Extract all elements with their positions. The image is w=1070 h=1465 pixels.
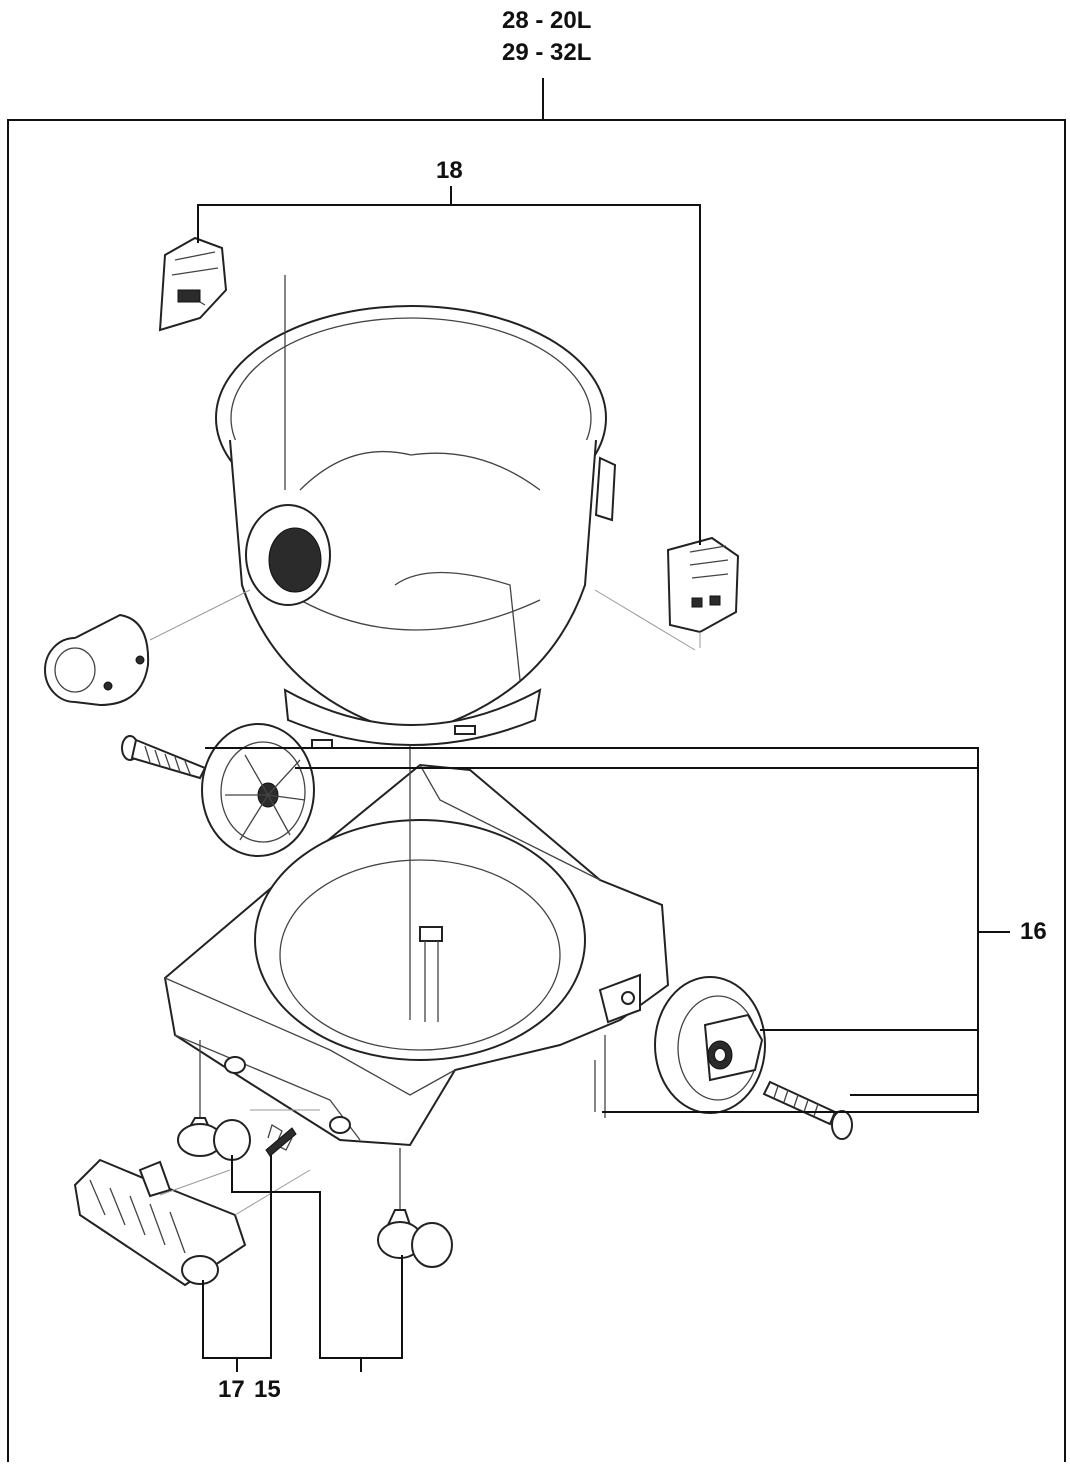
inlet-adapter[interactable] (44, 613, 150, 707)
leader-16 (205, 747, 1010, 1113)
spring-part[interactable] (265, 1124, 297, 1157)
front-bumper[interactable] (73, 1158, 247, 1287)
callout-17: 17 (218, 1376, 245, 1403)
latch-clip-right[interactable] (666, 536, 740, 634)
callout-assembly-20l: 28 - 20L (502, 7, 592, 34)
caster-front-left[interactable] (177, 1040, 251, 1161)
callout-15: 15 (254, 1376, 281, 1403)
callout-assembly-32l: 29 - 32L (502, 39, 592, 66)
chassis-base[interactable] (163, 745, 670, 1147)
leader-18 (197, 186, 701, 545)
leader-17 (202, 1155, 272, 1372)
caster-rear[interactable] (377, 1148, 453, 1268)
latch-clip-left[interactable] (158, 236, 228, 332)
wheel-right[interactable] (654, 976, 766, 1114)
assembly-frame (7, 78, 1066, 1462)
leader-15-caster (231, 1155, 403, 1372)
axle-right[interactable] (762, 1080, 853, 1140)
callout-18: 18 (436, 157, 463, 184)
callout-16: 16 (1020, 918, 1047, 945)
container-drum[interactable] (215, 275, 617, 749)
axle-left[interactable] (121, 735, 207, 780)
wheel-left[interactable] (201, 723, 315, 857)
